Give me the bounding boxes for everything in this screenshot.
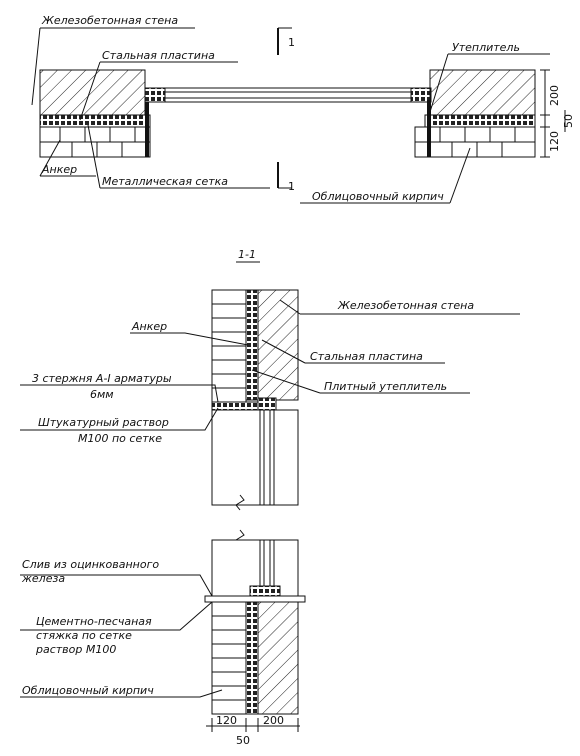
section-label-wall: Железобетонная стена	[337, 299, 474, 312]
section-label-screed-1: Цементно-песчаная	[36, 615, 152, 628]
plan-dimension-lines	[540, 69, 566, 158]
plan-left-concrete-wall	[39, 69, 146, 116]
section-label-plaster-2: М100 по сетке	[78, 432, 162, 445]
plan-label-brick: Облицовочный кирпич	[312, 190, 444, 203]
section-label-screed-3: раствор М100	[35, 643, 116, 656]
plan-label-wall: Железобетонная стена	[41, 14, 178, 27]
section-label-anchor: Анкер	[131, 320, 167, 333]
plan-label-insulation: Утеплитель	[452, 41, 520, 54]
section-label-rebar-2: 6мм	[90, 388, 114, 401]
section-dim-120: 120	[216, 714, 237, 727]
section-label-rebar-1: 3 стержня А-I арматуры	[32, 372, 172, 385]
plan-section-cut	[277, 27, 292, 189]
plan-dim-120: 120	[548, 131, 561, 152]
plan-right-steel-plate	[427, 100, 431, 157]
plan-section-mark-top: 1	[288, 36, 295, 49]
section-label-plaster-1: Штукатурный раствор	[38, 416, 169, 429]
section-label-plate: Стальная пластина	[310, 350, 423, 363]
section-upper	[211, 289, 299, 511]
section-label-insulation: Плитный утеплитель	[324, 380, 447, 393]
plan-window-frame	[144, 87, 432, 103]
plan-dim-200: 200	[548, 85, 561, 106]
section-leaders	[20, 299, 520, 698]
plan-view: 1 1 Железобетонная стена Стальная пласти…	[31, 14, 575, 204]
section-dim-50: 50	[236, 734, 250, 747]
plan-right-insulation	[424, 114, 536, 128]
plan-dim-50: 50	[562, 114, 575, 128]
plan-right-brick	[414, 126, 536, 158]
plan-label-mesh: Металлическая сетка	[102, 175, 228, 188]
section-label-sill-1: Слив из оцинкованного	[22, 558, 159, 571]
plan-right-concrete-wall	[429, 69, 536, 116]
section-lower-concrete	[257, 601, 299, 715]
plan-leaders	[31, 27, 550, 204]
plan-left-steel-plate	[145, 100, 149, 157]
section-lower-brick	[211, 601, 247, 715]
plan-label-plate: Стальная пластина	[102, 49, 215, 62]
section-label-sill-2: железа	[21, 572, 65, 585]
section-label-brick: Облицовочный кирпич	[22, 684, 154, 697]
section-label-screed-2: стяжка по сетке	[36, 629, 132, 642]
plan-left-insulation	[39, 114, 151, 128]
section-dimension-lines	[206, 718, 300, 732]
section-dim-200: 200	[263, 714, 284, 727]
section-lower	[204, 529, 306, 715]
section-lower-insulation	[245, 601, 259, 715]
plan-label-anchor: Анкер	[41, 163, 77, 176]
section-title: 1-1	[238, 248, 256, 261]
plan-section-mark-bottom: 1	[288, 180, 295, 193]
plan-left-brick	[39, 126, 151, 158]
section-upper-brick	[211, 289, 247, 403]
section-sill	[204, 595, 306, 603]
